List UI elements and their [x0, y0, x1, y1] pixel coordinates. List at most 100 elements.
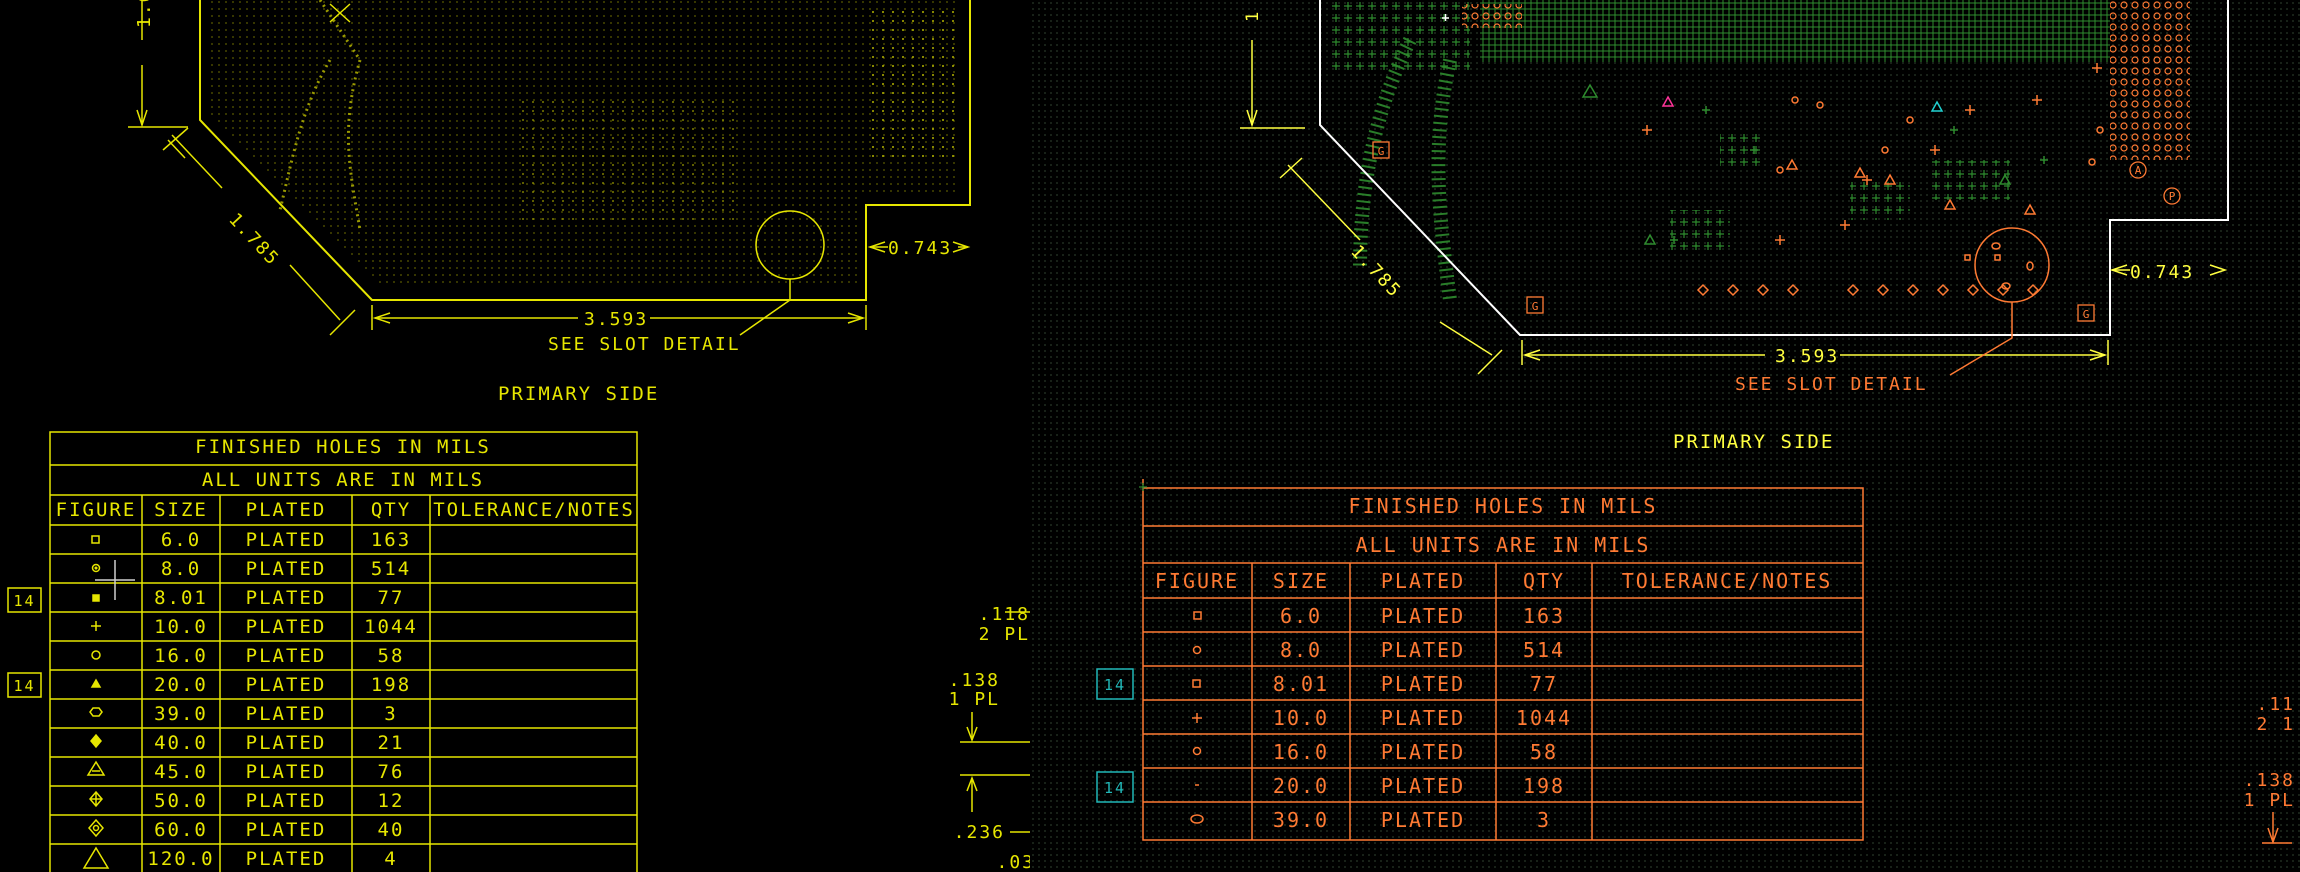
right-table-title: FINISHED HOLES IN MILS [1349, 494, 1658, 518]
right-drawing-pane[interactable]: G G G A P 1 1.785 [1030, 0, 2300, 872]
right-row-qty: 58 [1530, 740, 1558, 764]
right-width-dimension [1521, 340, 2109, 365]
cross-diamond-icon [89, 790, 103, 808]
circle-icon [91, 650, 101, 660]
left-row-size: 6.0 [161, 529, 201, 551]
marker-g-2: G [1532, 300, 1539, 313]
right-header-plated: PLATED [1381, 569, 1465, 593]
right-edge-labels: .11 2 1 .138 1 PL [2244, 694, 2295, 811]
right-slot-detail[interactable] [1949, 227, 2050, 376]
right-row-plated: PLATED [1381, 808, 1465, 832]
left-row-qty: 77 [378, 587, 405, 609]
triangle-a-icon [86, 760, 106, 776]
right-row-plated: PLATED [1381, 774, 1465, 798]
left-header-size: SIZE [154, 499, 208, 521]
left-drill-table[interactable] [49, 431, 638, 872]
left-row-qty: 3 [384, 703, 397, 725]
triangle-small-icon [90, 678, 102, 688]
marker-p: P [2169, 190, 2176, 203]
left-header-plated: PLATED [246, 499, 327, 521]
marker-g-box [1526, 296, 1544, 314]
left-row-size: 10.0 [154, 616, 208, 638]
right-badge-1[interactable]: 14 [1096, 668, 1134, 700]
right-copper-layer [1330, 0, 2110, 301]
left-dim-vertical-label: 1.6 [134, 0, 155, 28]
left-row-size: 45.0 [154, 761, 208, 783]
right-row-plated: PLATED [1381, 604, 1465, 628]
right-board-outline [1319, 0, 2229, 336]
left-row-size: 20.0 [154, 674, 208, 696]
marker-g-1: G [1378, 145, 1385, 158]
right-header-figure: FIGURE [1155, 569, 1239, 593]
mid-dim-118: .118 [979, 604, 1030, 625]
diamond-icon [90, 733, 102, 749]
left-table-text: FINISHED HOLES IN MILS ALL UNITS ARE IN … [56, 436, 635, 870]
right-row-qty: 514 [1523, 638, 1565, 662]
mid-dim-03: .03 [996, 852, 1030, 872]
edge-dim-11: .11 [2256, 694, 2295, 715]
marker-a-circle [2129, 161, 2147, 179]
plus-icon [1192, 713, 1202, 723]
left-row-qty: 58 [378, 645, 405, 667]
left-notch-dimension [867, 241, 971, 253]
left-row-plated: PLATED [246, 732, 327, 754]
left-row-size: 8.01 [154, 587, 208, 609]
left-drawing-pane[interactable]: 1.6 1.785 3.593 0.743 [0, 0, 1030, 872]
left-row-size: 8.0 [161, 558, 201, 580]
left-via-field [210, 0, 960, 285]
left-row-plated: PLATED [246, 645, 327, 667]
right-notch-dimension [2109, 264, 2228, 276]
right-row-qty: 3 [1537, 808, 1551, 832]
circle-dot-icon [91, 563, 101, 573]
right-dim-notch-label: 0.743 [2130, 262, 2194, 283]
left-row-plated: PLATED [246, 529, 327, 551]
mid-dim-236: .236 [954, 822, 1005, 843]
left-slot-note: SEE SLOT DETAIL [548, 334, 741, 355]
left-board-outline [199, 0, 971, 301]
left-row-qty: 514 [371, 558, 411, 580]
right-row-plated: PLATED [1381, 740, 1465, 764]
left-header-figure: FIGURE [56, 499, 137, 521]
edge-dim-21: 2 1 [2256, 714, 2295, 735]
marker-g-3: G [2083, 308, 2090, 321]
left-row-qty: 4 [384, 848, 397, 870]
square-small-icon [1192, 679, 1201, 688]
right-dim-vertical-label: 1 [1243, 10, 1263, 22]
left-drawing-canvas[interactable]: 1.6 1.785 3.593 0.743 [0, 0, 1030, 872]
right-header-size: SIZE [1273, 569, 1329, 593]
right-drill-table[interactable] [1142, 479, 1864, 841]
right-badge-2[interactable]: 14 [1096, 771, 1134, 803]
left-table-subtitle: ALL UNITS ARE IN MILS [202, 469, 484, 491]
triangle-large-icon [82, 846, 110, 869]
left-row-plated: PLATED [246, 703, 327, 725]
marker-g-box [2077, 304, 2095, 322]
left-row-size: 60.0 [154, 819, 208, 841]
right-dim-diag-label: 1.785 [1346, 241, 1405, 302]
left-slot-leader [739, 279, 791, 336]
left-row-qty: 163 [371, 529, 411, 551]
marker-g-box [1372, 141, 1390, 159]
svg-text:14: 14 [1104, 676, 1126, 694]
square-icon [1193, 611, 1202, 620]
left-badge-2[interactable]: 14 [7, 672, 42, 698]
left-table-title: FINISHED HOLES IN MILS [195, 436, 491, 458]
target-diamond-icon [88, 818, 104, 838]
right-table-subtitle: ALL UNITS ARE IN MILS [1356, 533, 1651, 557]
right-row-qty: 1044 [1516, 706, 1572, 730]
right-reference-markers: G G G A P [1372, 141, 2181, 322]
left-dim-notch-label: 0.743 [888, 238, 952, 259]
plus-icon [91, 621, 101, 631]
left-vertical-dimension [128, 0, 188, 128]
left-diagonal-dimension [162, 127, 356, 336]
right-edge-dimension-lines [2262, 812, 2292, 845]
left-row-size: 50.0 [154, 790, 208, 812]
right-drawing-canvas[interactable]: G G G A P 1 1.785 [1030, 0, 2300, 872]
left-row-plated: PLATED [246, 587, 327, 609]
left-badge-1[interactable]: 14 [7, 587, 42, 613]
left-dim-width-label: 3.593 [584, 309, 648, 330]
left-header-qty: QTY [371, 499, 411, 521]
left-row-plated: PLATED [246, 674, 327, 696]
right-table-text: FINISHED HOLES IN MILS ALL UNITS ARE IN … [1155, 494, 1830, 832]
left-row-plated: PLATED [246, 790, 327, 812]
left-header-notes: TOLERANCE/NOTES [433, 499, 635, 521]
